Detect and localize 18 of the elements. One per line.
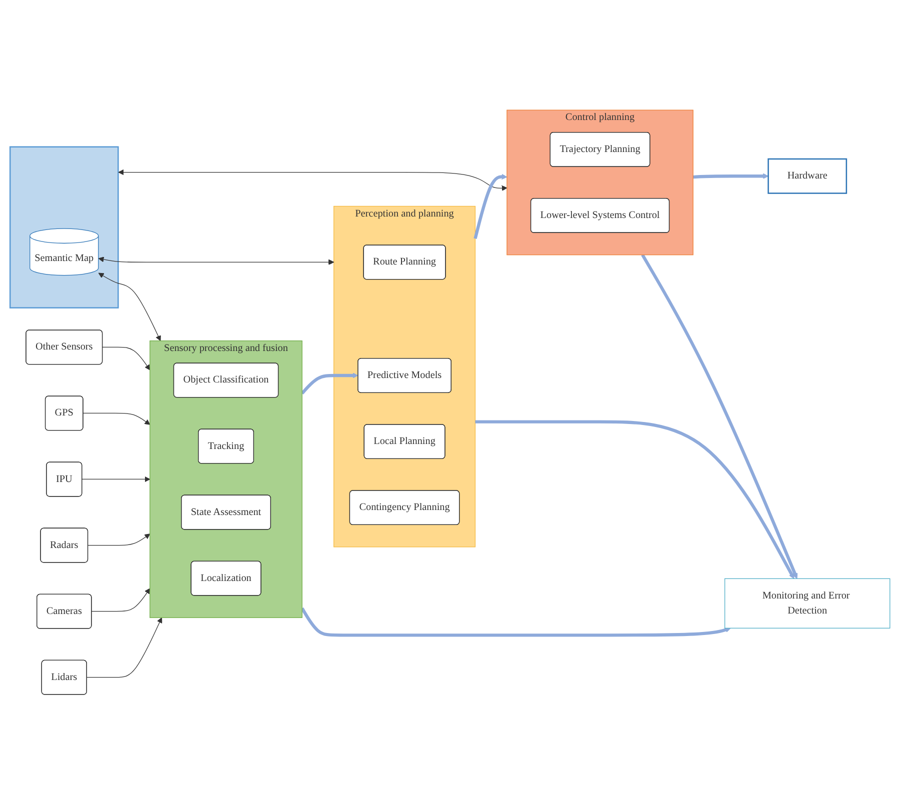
arrow [98, 272, 161, 341]
arrow [300, 607, 731, 636]
arrow [692, 173, 769, 179]
arrow [98, 256, 334, 265]
arrow [118, 169, 508, 191]
arrow [82, 412, 150, 425]
node-box: Hardware [768, 158, 848, 194]
arrow [91, 588, 150, 612]
arrow [475, 420, 794, 579]
arrow [641, 254, 798, 579]
arrow [86, 617, 162, 678]
arrow [82, 476, 150, 482]
arrow [87, 533, 150, 546]
node-box: Monitoring and Error Detection [724, 578, 890, 628]
arrow [474, 174, 508, 239]
arrow [102, 346, 150, 370]
cluster [9, 146, 119, 308]
arrow [300, 372, 358, 394]
